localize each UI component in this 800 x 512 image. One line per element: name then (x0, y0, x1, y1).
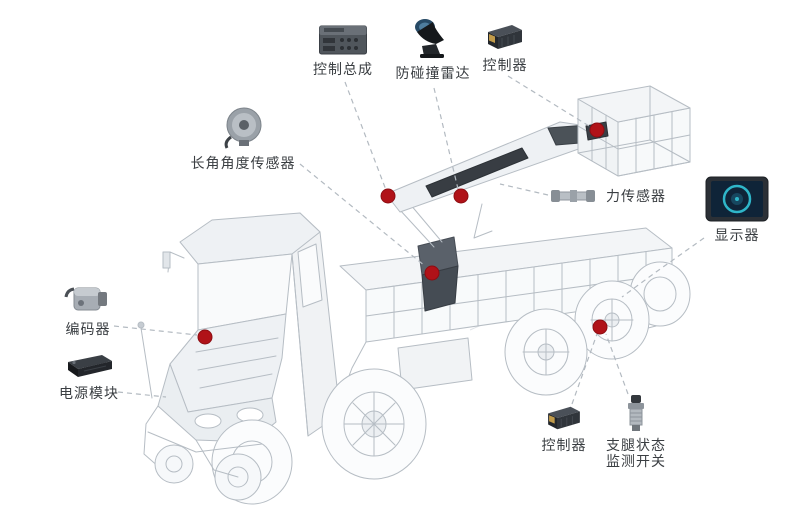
control-assembly-icon (318, 22, 368, 56)
front-outrigger (137, 321, 263, 501)
load-cell-icon (550, 185, 596, 207)
location-marker-rear-axle (592, 319, 608, 335)
control-assembly-label: 控制总成 (313, 61, 373, 77)
angle-sensor-icon (217, 104, 269, 150)
boom (385, 121, 605, 239)
outrigger-switch-icon (623, 394, 649, 432)
callout-controller-bottom: 控制器 (540, 404, 588, 453)
callout-power-module: 电源模块 (56, 350, 122, 401)
callout-control-assembly: 控制总成 (310, 22, 376, 77)
boom-angle-sensor-label: 长角角度传感器 (190, 155, 296, 171)
encoder-label: 编码器 (65, 321, 111, 337)
location-markers (197, 122, 608, 345)
callout-outrigger-switch: 支腿状态 监测开关 (598, 394, 674, 469)
work-basket (577, 85, 691, 177)
power-module-icon (62, 350, 116, 380)
cab (157, 212, 377, 443)
outrigger-switch-label: 支腿状态 监测开关 (606, 437, 666, 469)
location-marker-boom-base (380, 188, 396, 204)
radar-sensor-icon (410, 16, 456, 60)
callout-boom-angle-sensor: 长角角度传感器 (190, 104, 296, 171)
display-screen-icon (705, 176, 769, 222)
location-marker-cab (197, 329, 213, 345)
anti-collision-radar-label: 防碰撞雷达 (395, 65, 471, 81)
location-marker-boom-mid (453, 188, 469, 204)
callout-display: 显示器 (704, 176, 770, 243)
power-module-label: 电源模块 (59, 385, 119, 401)
callout-leader-lines (113, 75, 705, 405)
force-sensor-label: 力传感器 (606, 188, 666, 204)
truck-wireframe (137, 85, 691, 505)
display-label: 显示器 (714, 227, 760, 243)
controller-module-icon (543, 404, 585, 432)
controller-top-label: 控制器 (482, 57, 528, 73)
location-marker-basket (589, 122, 605, 138)
location-marker-turret (424, 265, 440, 281)
rear-wheels (504, 261, 691, 396)
callout-encoder: 编码器 (60, 280, 116, 337)
callout-controller-top: 控制器 (478, 22, 532, 73)
controller-bottom-label: 控制器 (541, 437, 587, 453)
encoder-icon (62, 280, 114, 316)
callout-anti-collision-radar: 防碰撞雷达 (394, 16, 472, 81)
callout-force-sensor: 力传感器 (550, 185, 666, 207)
controller-module-icon (484, 22, 526, 52)
